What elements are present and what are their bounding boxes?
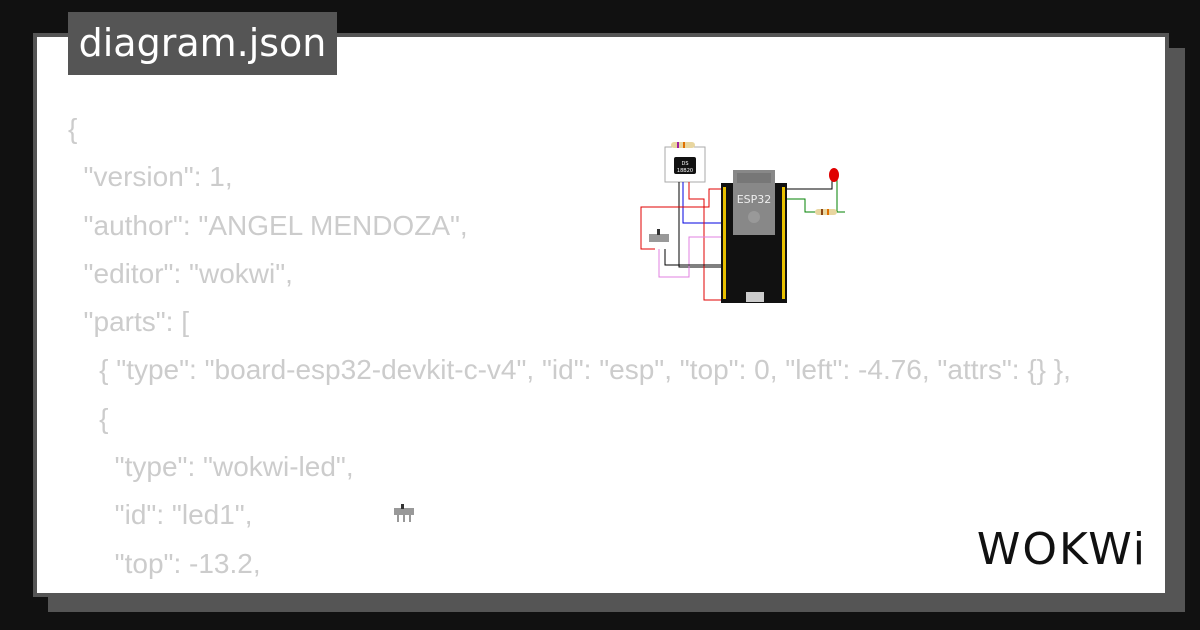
slide-switch bbox=[649, 234, 669, 242]
file-tab: diagram.json bbox=[68, 12, 337, 75]
code-line: "editor": "wokwi", bbox=[68, 257, 293, 289]
preview-card: { "version": 1, "author": "ANGEL MENDOZA… bbox=[33, 33, 1169, 597]
code-line: "id": "led1", bbox=[68, 499, 253, 531]
wokwi-logo: WOKWi bbox=[976, 524, 1147, 575]
code-line: "top": -13.2, bbox=[68, 547, 261, 579]
code-preview: { "version": 1, "author": "ANGEL MENDOZA… bbox=[68, 105, 1138, 593]
svg-text:DS: DS bbox=[681, 161, 688, 167]
code-line: "left": 157.4, bbox=[68, 588, 1138, 593]
ds18b20-sensor bbox=[674, 157, 696, 174]
code-line: "author": "ANGEL MENDOZA", bbox=[68, 209, 468, 241]
svg-text:18B20: 18B20 bbox=[677, 168, 693, 174]
code-line: { bbox=[68, 113, 78, 144]
code-line: { "type": "board-esp32-devkit-c-v4", "id… bbox=[68, 354, 1071, 386]
led-icon bbox=[829, 168, 839, 182]
code-line: "parts": [ bbox=[68, 306, 190, 338]
circuit-diagram: DS 18B20 ESP32 bbox=[640, 142, 845, 303]
slide-switch-icon bbox=[394, 504, 414, 522]
code-line: { bbox=[68, 402, 109, 434]
code-line: "version": 1, bbox=[68, 161, 233, 193]
code-line: "type": "wokwi-led", bbox=[68, 451, 354, 483]
svg-text:ESP32: ESP32 bbox=[737, 193, 772, 206]
resistor-icon bbox=[815, 209, 837, 215]
